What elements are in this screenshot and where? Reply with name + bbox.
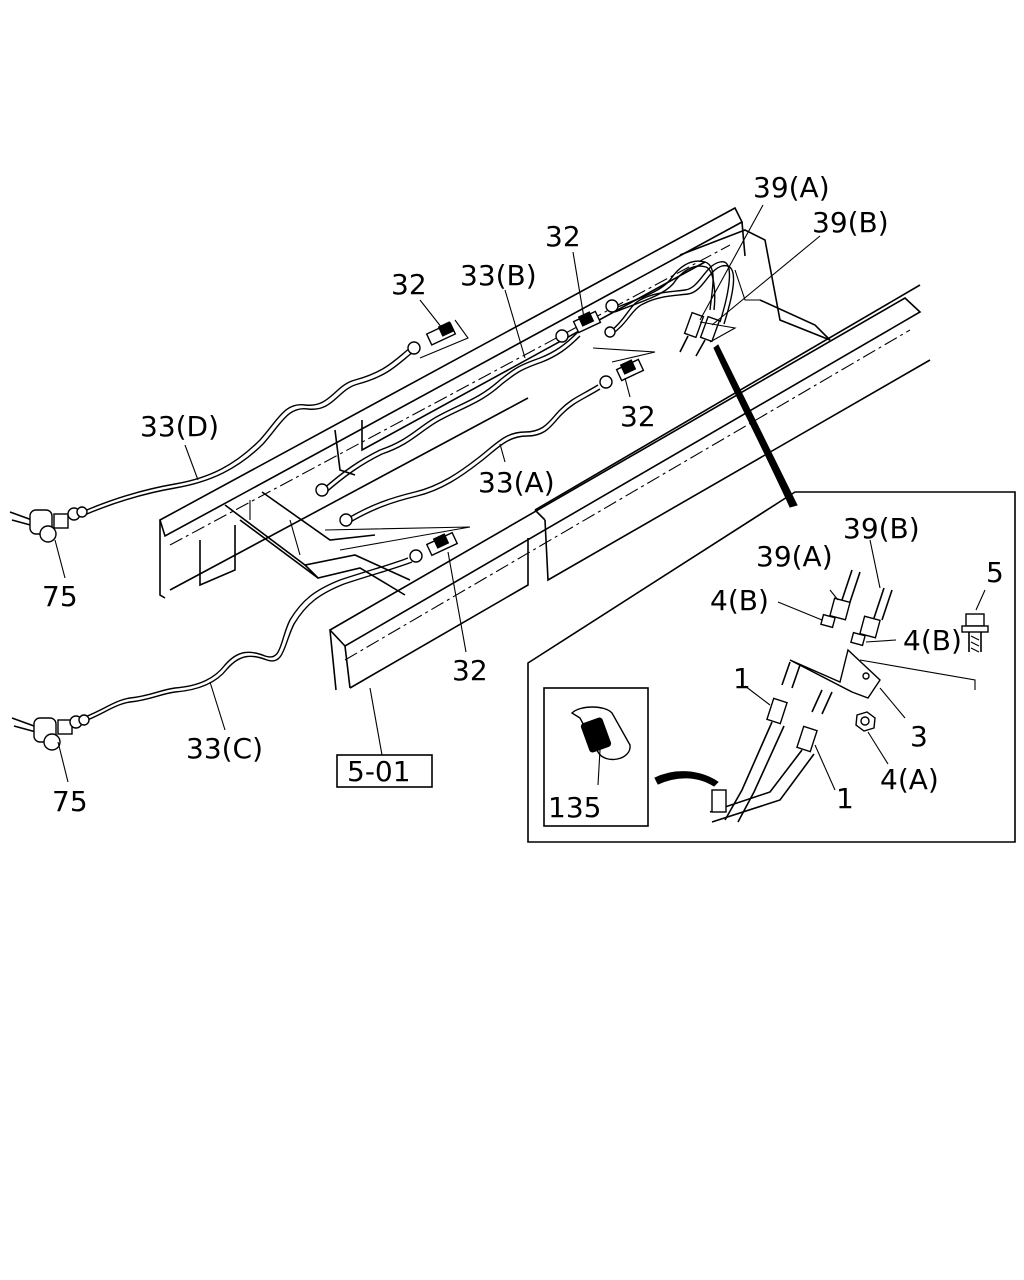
label-39b-top: 39(B) (812, 206, 889, 239)
label-32-b: 32 (391, 268, 427, 301)
pipe-39a-39b-upper (611, 260, 735, 335)
detail-frame (527, 491, 1016, 843)
bolt-5 (961, 589, 989, 653)
fitting-75-upper (9, 506, 88, 543)
leaders-4b (777, 601, 897, 643)
label-4b-right: 4(B) (903, 624, 962, 657)
detail-pointer (713, 344, 798, 508)
ref-box-frame (336, 754, 433, 788)
label-1-left: 1 (733, 662, 751, 695)
label-4a: 4(A) (880, 763, 939, 796)
pipe-33a (344, 384, 601, 525)
label-32-d: 32 (452, 654, 488, 687)
connector-32-upper-left (407, 319, 469, 359)
label-32-a: 32 (545, 220, 581, 253)
hose-39a-detail (820, 569, 861, 629)
label-4b-left: 4(B) (710, 584, 769, 617)
connector-32-upper-mid (555, 299, 619, 343)
connector-32-lower (324, 526, 471, 563)
label-39b-detail: 39(B) (843, 512, 920, 545)
label-33c: 33(C) (186, 732, 263, 765)
part-labels: 39(A) 39(B) 32 32 33(B) 32 33(D) 33(A) 7… (42, 171, 1004, 824)
fitting-75-lower (11, 714, 90, 751)
label-1-right: 1 (836, 782, 854, 815)
clip-pointer (654, 771, 719, 787)
label-39a-detail: 39(A) (756, 540, 833, 573)
label-75-a: 75 (42, 580, 78, 613)
pipe-end-nuts (315, 483, 353, 527)
cross-member (199, 229, 831, 596)
connector-32-right (592, 347, 656, 389)
label-33d: 33(D) (140, 410, 219, 443)
leader-lines (54, 204, 821, 783)
label-33b: 33(B) (460, 259, 537, 292)
detail-bracket-3 (789, 648, 976, 719)
label-33a: 33(A) (478, 466, 555, 499)
pipe-33d (81, 347, 414, 517)
label-135: 135 (548, 791, 601, 824)
pipe-33c (81, 557, 413, 723)
label-32-c: 32 (620, 400, 656, 433)
pipe-33b (321, 331, 581, 495)
label-3: 3 (910, 720, 928, 753)
hose-39-pair-top (679, 311, 737, 357)
ref-box-label: 5-01 (347, 755, 411, 788)
hose-39b-detail (850, 539, 893, 647)
frame-rail-lower (328, 284, 931, 691)
nut-4a (855, 711, 889, 765)
label-75-b: 75 (52, 785, 88, 818)
label-5: 5 (986, 556, 1004, 589)
label-39a-top: 39(A) (753, 171, 830, 204)
hose-1-pair-detail (709, 661, 836, 823)
clip-135 (570, 706, 631, 786)
